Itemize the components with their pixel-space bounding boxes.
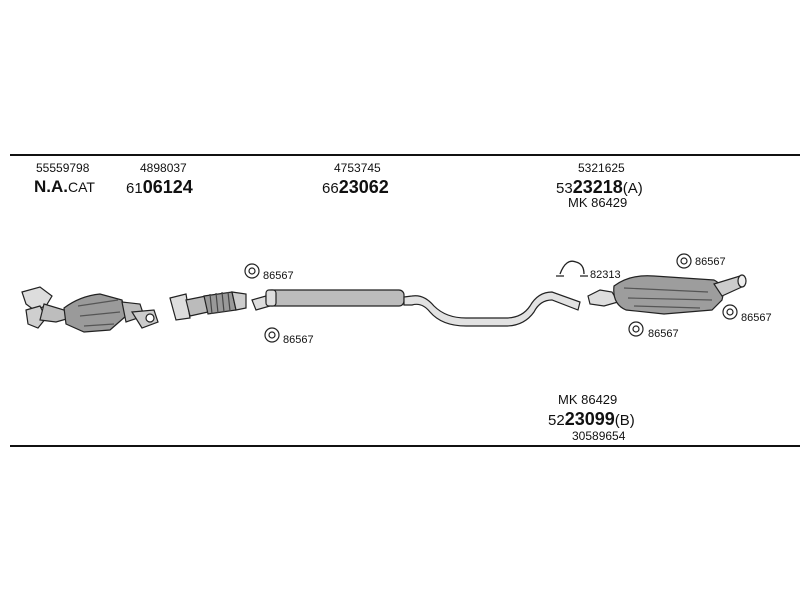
cat-top-number: 55559798 <box>36 161 90 175</box>
rear-b-code-suffix: (B) <box>614 412 635 429</box>
rear-b-code: 5223099(B) <box>548 410 635 428</box>
mount-5-number: 86567 <box>741 312 772 324</box>
middle-code-bold: 23062 <box>338 177 389 197</box>
catalytic-converter <box>21 286 159 333</box>
middle-top-number: 4753745 <box>334 161 381 175</box>
clamp-82313-number: 82313 <box>590 269 621 281</box>
rear-a-code-suffix: (A) <box>622 180 643 197</box>
mount-4-number: 86567 <box>648 328 679 340</box>
mount-1-number: 86567 <box>263 270 294 282</box>
rear-silencer <box>587 274 747 315</box>
rear-b-code-prefix: 52 <box>548 412 565 429</box>
mount-3-number: 86567 <box>695 256 726 268</box>
front-pipe-code-bold: 06124 <box>142 177 193 197</box>
front-pipe-code: 6106124 <box>126 178 193 196</box>
rear-b-number: 30589654 <box>572 429 626 443</box>
mount-2-number: 86567 <box>283 334 314 346</box>
middle-silencer <box>251 289 581 327</box>
clamp-82313-drawing <box>556 260 588 277</box>
rear-a-code-prefix: 53 <box>556 180 573 197</box>
rear-a-kit: MK 86429 <box>568 195 628 210</box>
rear-a-top-number: 5321625 <box>578 161 625 175</box>
front-pipe-top-number: 4898037 <box>140 161 187 175</box>
rear-a-code-bold: 23218 <box>572 177 623 197</box>
cat-name-suffix: CAT <box>68 179 95 195</box>
middle-code: 6623062 <box>322 178 389 196</box>
cat-name-bold: N.A. <box>34 177 68 196</box>
front-pipe-code-prefix: 61 <box>126 180 143 197</box>
front-flex-pipe <box>169 291 247 321</box>
rear-a-code: 5323218(A) <box>556 178 643 196</box>
middle-code-prefix: 66 <box>322 180 339 197</box>
cat-label: N.A.CAT <box>34 178 95 195</box>
rubber-mounts <box>244 253 738 343</box>
rear-b-code-bold: 23099 <box>564 409 615 429</box>
rear-b-kit: MK 86429 <box>558 392 618 407</box>
